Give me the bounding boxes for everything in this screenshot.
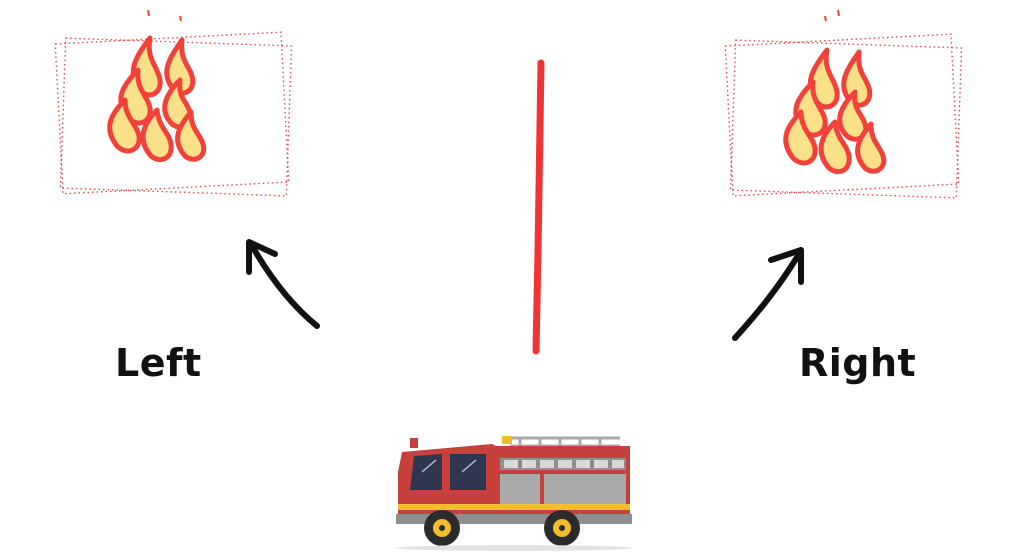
fire-truck-icon [396, 436, 632, 551]
left-fire-frame [54, 10, 293, 197]
red-divider-line [532, 59, 545, 355]
arrow-up-right-icon [732, 247, 804, 341]
right-fire-frame [724, 10, 963, 199]
label-right: Right [799, 341, 917, 385]
arrow-up-left-icon [246, 239, 320, 329]
label-left: Left [115, 341, 202, 385]
fire-icon [107, 10, 207, 162]
fire-icon [783, 10, 887, 174]
